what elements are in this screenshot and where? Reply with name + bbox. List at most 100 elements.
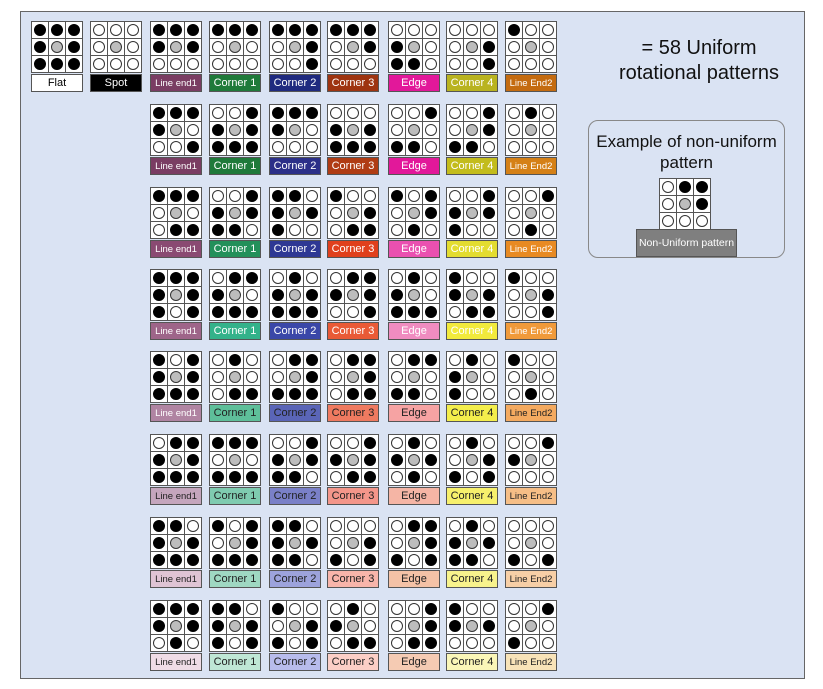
grid-cell (389, 39, 405, 55)
pattern-label: Corner 1 (209, 487, 261, 505)
neighbour-on (187, 41, 199, 53)
grid-cell (210, 188, 226, 204)
pattern-unit: Edge (388, 351, 440, 422)
pattern-unit: Line end1 (150, 600, 202, 671)
neighbour-grid (209, 517, 261, 569)
grid-cell (481, 386, 497, 402)
neighbour-on (229, 24, 241, 36)
grid-cell (362, 122, 378, 138)
grid-cell (464, 386, 480, 402)
grid-cell (345, 22, 361, 38)
center-pixel (289, 41, 301, 53)
center-pixel (229, 537, 241, 549)
neighbour-grid (90, 21, 142, 73)
neighbour-on (34, 24, 46, 36)
pattern-label: Line End2 (505, 322, 557, 340)
neighbour-on (364, 124, 376, 136)
grid-cell (287, 304, 303, 320)
grid-cell (304, 304, 320, 320)
neighbour-off (127, 24, 139, 36)
pattern-unit: Corner 2 (269, 104, 321, 175)
neighbour-off (466, 603, 478, 615)
grid-cell (244, 222, 260, 238)
neighbour-off (391, 224, 403, 236)
grid-cell (108, 39, 124, 55)
neighbour-grid (269, 104, 321, 156)
neighbour-on (449, 141, 461, 153)
pattern-unit: Edge (388, 600, 440, 671)
neighbour-off (347, 554, 359, 566)
neighbour-grid (388, 187, 440, 239)
neighbour-on (347, 24, 359, 36)
grid-cell (270, 618, 286, 634)
neighbour-off (466, 58, 478, 70)
grid-cell (345, 304, 361, 320)
neighbour-on (272, 107, 284, 119)
neighbour-off (449, 41, 461, 53)
neighbour-on (153, 306, 165, 318)
grid-cell (345, 352, 361, 368)
grid-cell (345, 105, 361, 121)
grid-cell (227, 122, 243, 138)
grid-cell (270, 635, 286, 651)
grid-cell (168, 139, 184, 155)
neighbour-grid (446, 434, 498, 486)
grid-cell (362, 452, 378, 468)
center-pixel (170, 537, 182, 549)
grid-cell (406, 386, 422, 402)
neighbour-on (272, 471, 284, 483)
pattern-label: Corner 3 (327, 570, 379, 588)
grid-cell (523, 469, 539, 485)
grid-cell (185, 56, 201, 72)
neighbour-on (408, 520, 420, 532)
neighbour-on (347, 354, 359, 366)
grid-cell (227, 139, 243, 155)
neighbour-on (170, 637, 182, 649)
grid-cell (210, 22, 226, 38)
neighbour-off (466, 24, 478, 36)
grid-cell (270, 205, 286, 221)
grid-cell (423, 352, 439, 368)
neighbour-on (187, 620, 199, 632)
grid-cell (328, 386, 344, 402)
center-pixel (466, 454, 478, 466)
center-pixel (466, 207, 478, 219)
grid-cell (185, 352, 201, 368)
center-pixel (347, 537, 359, 549)
neighbour-on (212, 124, 224, 136)
pattern-unit: Edge (388, 187, 440, 258)
neighbour-off (508, 437, 520, 449)
neighbour-on (272, 520, 284, 532)
neighbour-off (449, 354, 461, 366)
neighbour-on (153, 388, 165, 400)
neighbour-on (425, 306, 437, 318)
grid-cell (328, 304, 344, 320)
grid-cell (540, 270, 556, 286)
grid-cell (423, 452, 439, 468)
neighbour-on (364, 354, 376, 366)
neighbour-on (187, 141, 199, 153)
neighbour-on (483, 190, 495, 202)
pattern-unit: Line End2 (505, 104, 557, 175)
grid-cell (523, 518, 539, 534)
grid-cell (125, 22, 141, 38)
neighbour-off (449, 24, 461, 36)
grid-cell (423, 535, 439, 551)
neighbour-on (364, 537, 376, 549)
neighbour-on (246, 306, 258, 318)
grid-cell (464, 635, 480, 651)
neighbour-off (391, 24, 403, 36)
center-pixel (51, 41, 63, 53)
grid-cell (481, 518, 497, 534)
grid-cell (423, 469, 439, 485)
grid-cell (506, 352, 522, 368)
neighbour-grid (505, 434, 557, 486)
grid-cell (185, 139, 201, 155)
neighbour-on (425, 107, 437, 119)
pattern-unit: Line End2 (505, 600, 557, 671)
neighbour-on (449, 207, 461, 219)
pattern-unit: Corner 4 (446, 21, 498, 92)
neighbour-on (483, 124, 495, 136)
grid-cell (287, 535, 303, 551)
grid-cell (168, 386, 184, 402)
